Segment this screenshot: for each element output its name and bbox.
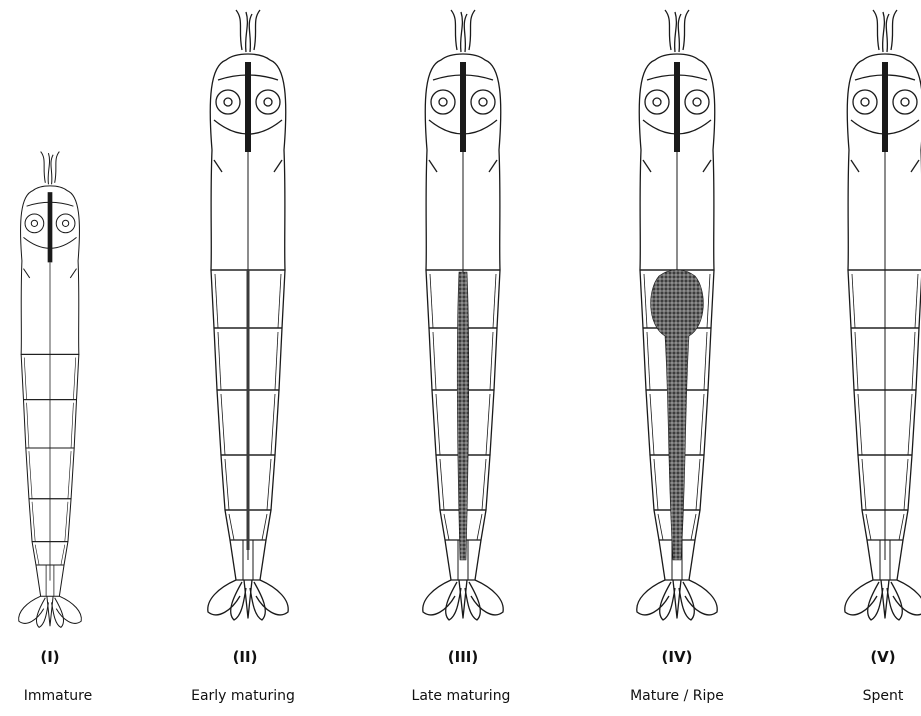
shrimp-spent-icon [845,10,921,620]
stage-2-numeral: (II) [180,648,310,666]
stage-5-name: Spent [803,688,921,704]
stage-5-numeral: (V) [818,648,921,666]
stage-3-name: Late maturing [381,688,541,704]
stage-1-name: Immature [0,688,138,704]
stage-4-numeral: (IV) [612,648,742,666]
stage-2-name: Early maturing [163,688,323,704]
shrimp-late-maturing-icon [423,10,503,620]
shrimp-early-maturing-icon [208,10,288,620]
shrimp-mature-ripe-icon [637,10,717,620]
stage-4-name: Mature / Ripe [597,688,757,704]
stage-1-numeral: (I) [0,648,115,666]
shrimp-immature-icon [19,152,82,628]
stage-3-numeral: (III) [398,648,528,666]
